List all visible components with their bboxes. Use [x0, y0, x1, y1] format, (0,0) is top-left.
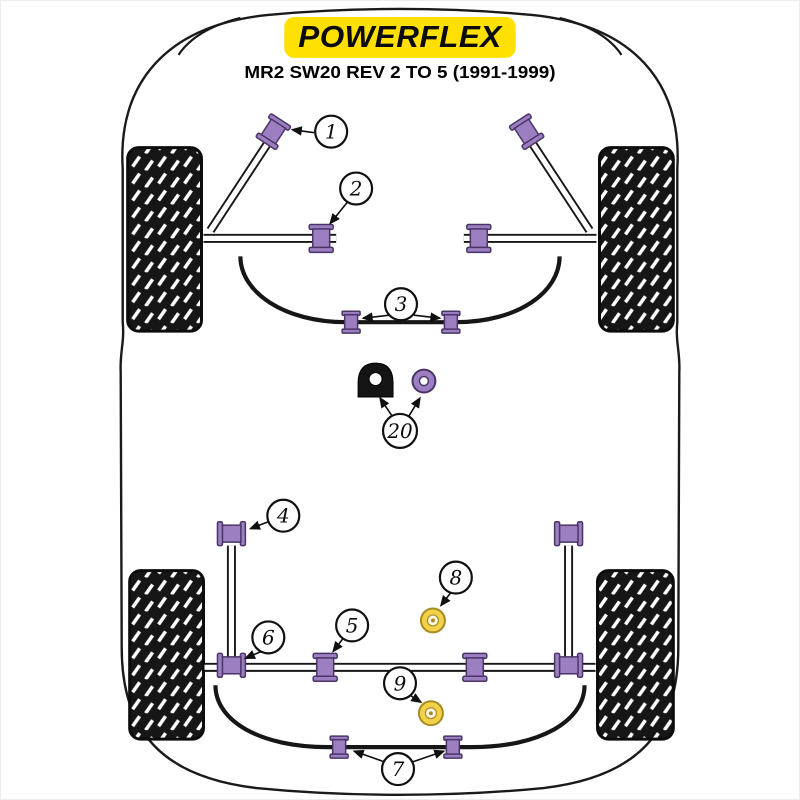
yellow-bushing-9 — [417, 700, 444, 727]
callout-6-label: 6 — [262, 625, 275, 649]
callout-7-label: 7 — [392, 757, 405, 781]
page-title: MR2 SW20 REV 2 TO 5 (1991-1999) — [244, 62, 555, 82]
arrow-20-right — [408, 396, 421, 417]
callout-3-label: 3 — [395, 292, 408, 316]
logo-text: POWERFLEX — [298, 19, 503, 54]
bushing-rear-inner-left — [312, 652, 338, 683]
callout-2: 2 — [339, 171, 374, 206]
callout-3-circle — [383, 287, 419, 322]
callout-9-circle — [382, 666, 418, 701]
bushing-rear-junction-right — [553, 652, 584, 679]
callout-5-label: 5 — [346, 613, 359, 637]
arrow-3-left — [361, 312, 390, 322]
arrow-3-right — [413, 312, 442, 322]
yellow-bushing-9-core — [428, 711, 433, 716]
callout-8: 8 — [438, 560, 473, 595]
front-upper-arm-right-core — [524, 133, 592, 232]
tire-rear-left — [128, 569, 205, 741]
callout-9-label: 9 — [394, 671, 407, 695]
callout-4-circle — [266, 498, 301, 533]
rear-anti-roll-bar — [213, 685, 587, 750]
callout-3: 3 — [383, 287, 419, 322]
arrow-9 — [409, 693, 423, 704]
callout-20: 20 — [381, 412, 419, 449]
callout-9: 9 — [382, 666, 418, 701]
car-body-outline — [119, 7, 681, 796]
arrow-6 — [243, 650, 262, 660]
arrow-7-right — [411, 749, 446, 763]
powerflex-logo: POWERFLEX — [284, 16, 516, 58]
callout-1-label: 1 — [325, 120, 338, 144]
callout-5-circle — [335, 608, 370, 643]
rack-bushing-ring-hole — [418, 375, 430, 387]
bushing-front-inner-right — [466, 223, 492, 254]
tire-front-right — [598, 146, 675, 333]
arrow-2 — [329, 201, 348, 225]
steering-rack-mount — [357, 362, 437, 398]
bushing-rear-trailing-right — [553, 520, 584, 547]
callout-7-circle — [380, 752, 416, 787]
callout-4-label: 4 — [276, 504, 290, 528]
tire-rear-right — [596, 569, 675, 741]
bushing-rear-junction-left — [216, 652, 247, 679]
windshield-pillar-right — [559, 16, 623, 56]
callout-1-circle — [314, 114, 349, 149]
callout-7: 7 — [380, 752, 416, 787]
arrow-8 — [439, 592, 452, 607]
arrow-5 — [332, 637, 344, 653]
bushing-rear-inner-right — [462, 652, 488, 683]
arrow-7-left — [352, 749, 386, 763]
bushing-front-arb-right — [441, 310, 461, 334]
rear-suspension — [204, 545, 596, 750]
arrow-4 — [248, 520, 269, 530]
callout-20-label: 20 — [386, 419, 413, 443]
callout-2-label: 2 — [349, 177, 363, 201]
arrow-20-left — [379, 396, 393, 417]
bushing-front-arb-left — [341, 310, 361, 334]
yellow-bushing-8-core — [430, 618, 435, 623]
rack-clamp-hole — [368, 372, 383, 387]
windshield-pillar-left — [177, 16, 241, 56]
callout-8-circle — [438, 560, 473, 595]
tire-front-left — [126, 146, 203, 333]
bushing-rear-arb-right — [443, 735, 463, 759]
callout-4: 4 — [266, 498, 301, 533]
callout-20-circle — [381, 412, 419, 449]
front-upper-arm-left-core — [208, 133, 276, 232]
arrow-1 — [290, 126, 315, 136]
bushing-front-inner-left — [308, 223, 334, 254]
callout-8-label: 8 — [450, 566, 463, 590]
logo-background — [284, 16, 516, 58]
callout-2-circle — [339, 171, 374, 206]
front-anti-roll-bar — [238, 256, 562, 325]
callout-6-circle — [251, 620, 286, 655]
callout-5: 5 — [335, 608, 370, 643]
yellow-bushing-8 — [419, 607, 446, 634]
callout-1: 1 — [314, 114, 349, 149]
bushing-rear-arb-left — [329, 735, 349, 759]
callout-6: 6 — [251, 620, 286, 655]
callout-arrows — [243, 126, 452, 763]
bushing-rear-trailing-left — [216, 520, 247, 547]
